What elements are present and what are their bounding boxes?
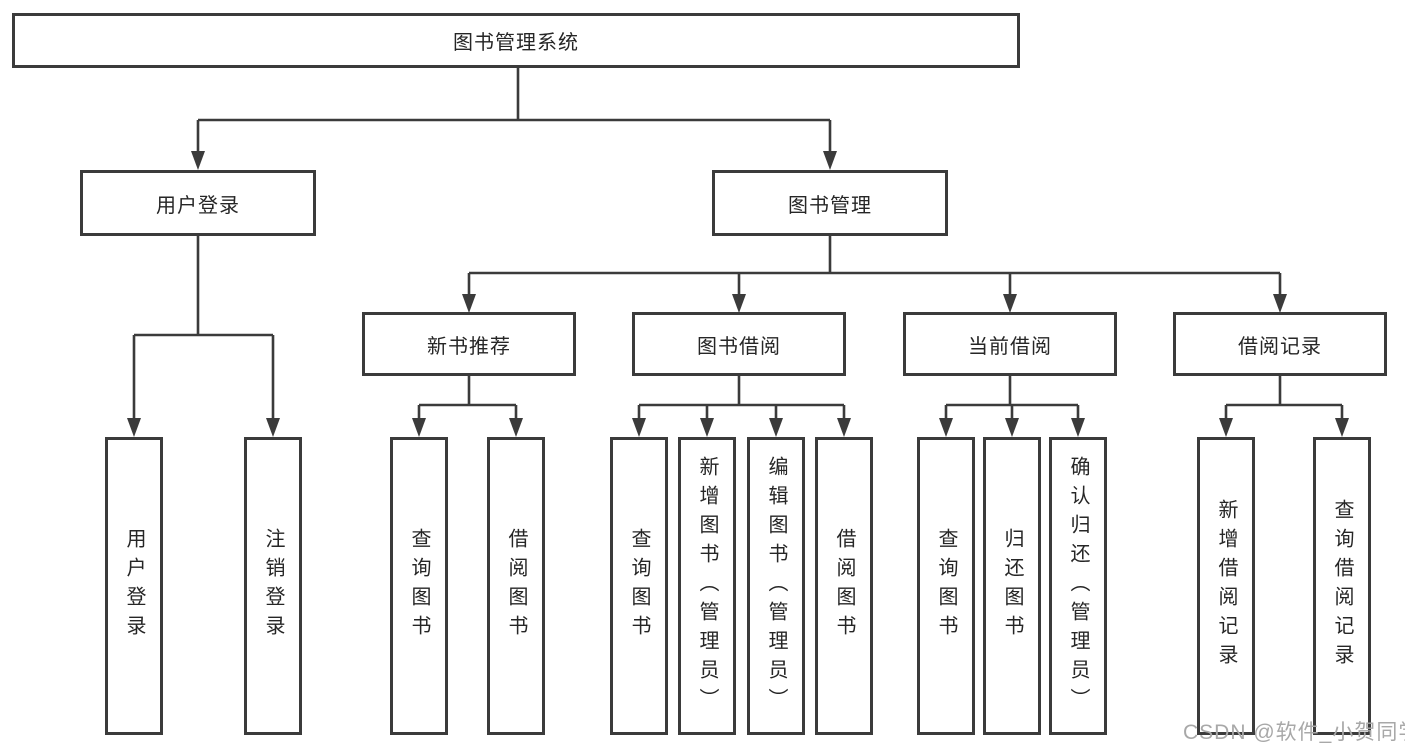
leaf-label: 注销登录 bbox=[262, 528, 284, 644]
leaf-return-books: 归还图书 bbox=[983, 437, 1041, 735]
node-current-borrowing: 当前借阅 bbox=[903, 312, 1117, 376]
leaf-label: 编辑图书（管理员） bbox=[765, 455, 787, 717]
leaf-logout: 注销登录 bbox=[244, 437, 302, 735]
leaf-label: 查询图书 bbox=[408, 528, 430, 644]
node-label: 当前借阅 bbox=[968, 335, 1052, 358]
leaf-label: 确认归还（管理员） bbox=[1067, 455, 1089, 717]
node-label: 图书管理 bbox=[788, 194, 872, 217]
node-label: 图书借阅 bbox=[697, 335, 781, 358]
node-label: 用户登录 bbox=[156, 194, 240, 217]
leaf-label: 归还图书 bbox=[1001, 528, 1023, 644]
node-system-root: 图书管理系统 bbox=[12, 13, 1020, 68]
csdn-watermark: CSDN @软件_小贺同学 bbox=[1183, 721, 1405, 744]
leaf-query-borrow-record: 查询借阅记录 bbox=[1313, 437, 1371, 735]
leaf-label: 查询借阅记录 bbox=[1331, 499, 1353, 673]
leaf-label: 用户登录 bbox=[123, 528, 145, 644]
leaf-label: 新增借阅记录 bbox=[1215, 499, 1237, 673]
node-user-login-branch: 用户登录 bbox=[80, 170, 316, 236]
node-label: 借阅记录 bbox=[1238, 335, 1322, 358]
leaf-query-books-recommend: 查询图书 bbox=[390, 437, 448, 735]
node-new-book-recommend: 新书推荐 bbox=[362, 312, 576, 376]
leaf-borrow-books-borrowing: 借阅图书 bbox=[815, 437, 873, 735]
leaf-query-books-current: 查询图书 bbox=[917, 437, 975, 735]
node-label: 图书管理系统 bbox=[453, 32, 579, 54]
node-book-borrowing: 图书借阅 bbox=[632, 312, 846, 376]
leaf-add-borrow-record: 新增借阅记录 bbox=[1197, 437, 1255, 735]
arrowheads bbox=[127, 151, 1349, 437]
leaf-label: 借阅图书 bbox=[833, 528, 855, 644]
leaf-label: 新增图书（管理员） bbox=[696, 455, 718, 717]
leaf-edit-books-admin: 编辑图书（管理员） bbox=[747, 437, 805, 735]
leaf-user-login: 用户登录 bbox=[105, 437, 163, 735]
leaf-confirm-return-admin: 确认归还（管理员） bbox=[1049, 437, 1107, 735]
node-borrow-records: 借阅记录 bbox=[1173, 312, 1387, 376]
node-label: 新书推荐 bbox=[427, 335, 511, 358]
leaf-label: 查询图书 bbox=[935, 528, 957, 644]
leaf-label: 查询图书 bbox=[628, 528, 650, 644]
leaf-add-books-admin: 新增图书（管理员） bbox=[678, 437, 736, 735]
leaf-borrow-books-recommend: 借阅图书 bbox=[487, 437, 545, 735]
leaf-label: 借阅图书 bbox=[505, 528, 527, 644]
leaf-query-books-borrowing: 查询图书 bbox=[610, 437, 668, 735]
node-book-management-branch: 图书管理 bbox=[712, 170, 948, 236]
